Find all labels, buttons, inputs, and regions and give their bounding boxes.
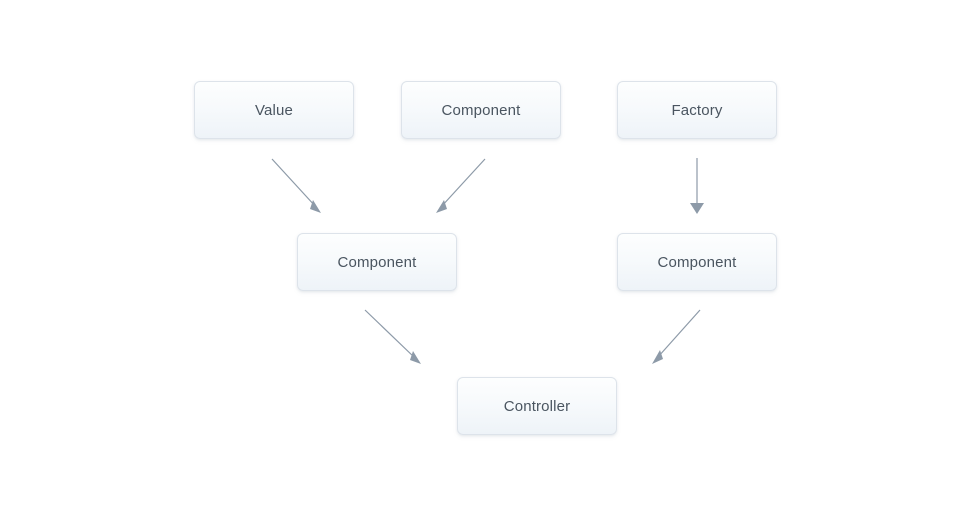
- edge-component-to-component-arrowhead: [436, 200, 447, 213]
- node-factory[interactable]: Factory: [617, 81, 777, 139]
- node-component-mid-left-label: Component: [337, 253, 417, 271]
- node-component-top-label: Component: [441, 101, 521, 119]
- edge-value-to-component-arrowhead: [310, 200, 321, 213]
- edge-component-left-to-controller-arrowhead: [410, 351, 421, 364]
- node-value[interactable]: Value: [194, 81, 354, 139]
- node-controller-label: Controller: [503, 397, 571, 415]
- edge-component-to-component-line: [440, 158, 486, 208]
- edge-factory-to-component: [690, 158, 704, 214]
- node-controller[interactable]: Controller: [457, 377, 617, 435]
- node-component-mid-right[interactable]: Component: [617, 233, 777, 291]
- node-value-label: Value: [254, 101, 293, 119]
- edge-component-right-to-controller-line: [657, 309, 701, 358]
- edge-value-to-component-line: [271, 158, 317, 208]
- node-component-top[interactable]: Component: [401, 81, 561, 139]
- node-component-mid-right-label: Component: [657, 253, 737, 271]
- edge-component-right-to-controller-arrowhead: [652, 350, 663, 364]
- edge-component-to-component: [436, 158, 486, 213]
- node-component-mid-left[interactable]: Component: [297, 233, 457, 291]
- edge-value-to-component: [271, 158, 321, 213]
- edge-component-right-to-controller: [652, 309, 701, 364]
- edge-component-left-to-controller: [364, 309, 421, 364]
- edge-component-left-to-controller-line: [364, 309, 416, 359]
- edge-factory-to-component-arrowhead: [690, 203, 704, 214]
- node-factory-label: Factory: [671, 101, 723, 119]
